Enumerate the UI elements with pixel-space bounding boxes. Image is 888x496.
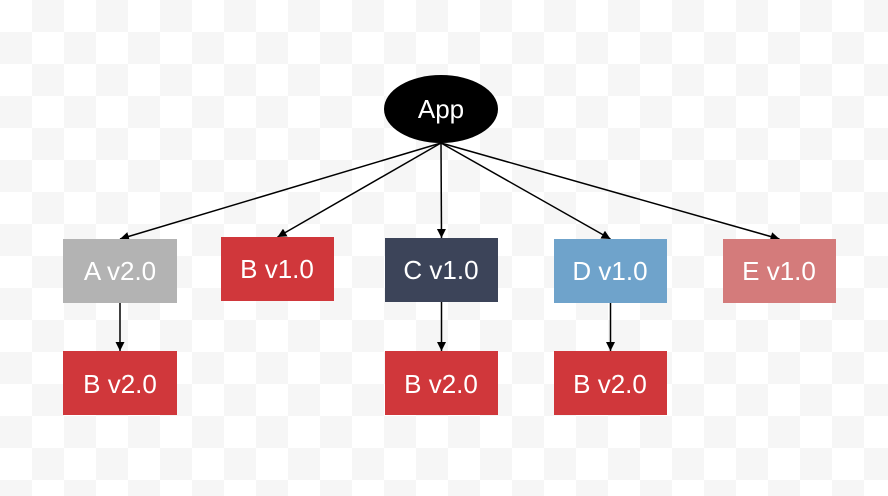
node-b-v2-under-c-label: B v2.0	[404, 369, 478, 399]
node-b-v1-shape	[221, 237, 334, 301]
node-d-v1-shape	[554, 239, 667, 303]
node-b-v1-label: B v1.0	[240, 254, 314, 284]
node-a-v2-label: A v2.0	[84, 256, 156, 286]
node-b-v2-under-a-label: B v2.0	[83, 369, 157, 399]
root-node-app: App	[384, 75, 498, 143]
node-b-v2-under-d: B v2.0	[554, 351, 667, 415]
node-a-v2-shape	[63, 239, 177, 303]
root-node-shape	[384, 75, 498, 143]
node-b-v2-under-d-shape	[554, 351, 667, 415]
node-b-v2-under-a-shape	[63, 351, 177, 415]
edge-root-to-c1	[436, 142, 446, 239]
root-node-label: App	[418, 94, 464, 124]
node-b-v2-under-c: B v2.0	[385, 351, 498, 415]
edge-root-to-d1	[440, 142, 611, 240]
node-b-v2-under-c-shape	[385, 351, 498, 415]
edge-root-to-b1	[277, 142, 442, 238]
node-c-v1: C v1.0	[385, 238, 498, 302]
node-c-v1-label: C v1.0	[403, 255, 478, 285]
node-c-v1-shape	[385, 238, 498, 302]
edges-layer	[115, 142, 780, 351]
node-e-v1-label: E v1.0	[742, 256, 816, 286]
node-b-v2-under-a: B v2.0	[63, 351, 177, 415]
node-b-v1: B v1.0	[221, 237, 334, 301]
edge-root-to-a2	[119, 142, 442, 241]
node-b-v2-under-d-label: B v2.0	[573, 369, 647, 399]
edge-root-to-e1	[440, 142, 780, 241]
node-d-v1: D v1.0	[554, 239, 667, 303]
node-a-v2: A v2.0	[63, 239, 177, 303]
node-d-v1-label: D v1.0	[572, 256, 647, 286]
node-e-v1-shape	[723, 239, 836, 303]
node-e-v1: E v1.0	[723, 239, 836, 303]
